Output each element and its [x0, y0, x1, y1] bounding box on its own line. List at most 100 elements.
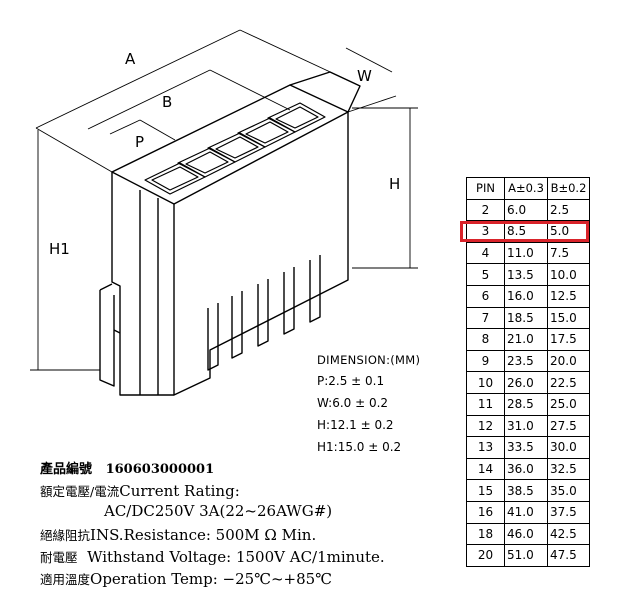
cell-pin: 7: [466, 306, 505, 330]
current-en: Current Rating:: [119, 482, 240, 500]
table-header-row: PIN A±0.3 B±0.2: [466, 177, 590, 200]
current-cn: 額定電壓/電流: [40, 484, 120, 499]
label-w: W: [357, 67, 372, 85]
label-h1: H1: [49, 240, 70, 258]
connector-drawing: [30, 29, 418, 396]
cell-a: 46.0: [504, 522, 548, 546]
cell-a: 6.0: [504, 198, 548, 222]
label-p: P: [135, 133, 145, 151]
cell-b: 12.5: [547, 284, 590, 308]
temp-line: 適用溫度Operation Temp: −25℃~+85℃: [40, 569, 332, 588]
cell-b: 20.0: [547, 349, 590, 373]
cell-a: 16.0: [504, 284, 548, 308]
cell-a: 41.0: [504, 500, 548, 524]
cell-b: 42.5: [547, 522, 590, 546]
cell-b: 22.5: [547, 371, 590, 394]
cell-pin: 8: [466, 328, 505, 351]
dimension-p: P:2.5 ± 0.1: [317, 374, 385, 388]
cell-pin: 13: [466, 436, 505, 459]
temp-en: Operation Temp: −25℃~+85℃: [90, 570, 332, 588]
cell-pin: 14: [466, 457, 505, 481]
part-label: 產品編號: [40, 462, 93, 477]
cell-a: 18.5: [504, 306, 548, 330]
cell-pin: 15: [466, 479, 505, 502]
cell-b: 2.5: [547, 198, 590, 222]
cell-pin: 10: [466, 371, 505, 394]
cell-a: 51.0: [504, 544, 548, 567]
part-number: 160603000001: [105, 462, 215, 477]
withstand-line: 耐電壓 Withstand Voltage: 1500V AC/1minute.: [40, 547, 385, 566]
cell-pin: 12: [466, 414, 505, 438]
cell-b: 27.5: [547, 414, 590, 438]
cell-pin: 20: [466, 544, 505, 567]
ins-en: INS.Resistance: 500M Ω Min.: [90, 526, 317, 544]
cell-pin: 6: [466, 284, 505, 308]
header-b: B±0.2: [547, 177, 590, 200]
temp-cn: 適用溫度: [40, 572, 91, 587]
withstand-cn: 耐電壓: [40, 550, 78, 565]
label-b: B: [162, 93, 173, 111]
cell-b: 30.0: [547, 436, 590, 459]
cell-pin: 18: [466, 522, 505, 546]
part-number-line: 產品編號 160603000001: [40, 458, 214, 477]
cell-a: 23.5: [504, 349, 548, 373]
cell-a: 38.5: [504, 479, 548, 502]
cell-a: 11.0: [504, 241, 548, 265]
cell-a: 28.5: [504, 392, 548, 416]
cell-b: 47.5: [547, 544, 590, 567]
ins-resistance-line: 絕緣阻抗INS.Resistance: 500M Ω Min.: [40, 525, 316, 544]
cell-pin: 4: [466, 241, 505, 265]
cell-b: 25.0: [547, 392, 590, 416]
cell-a: 13.5: [504, 263, 548, 286]
cell-pin: 5: [466, 263, 505, 286]
cell-b: 10.0: [547, 263, 590, 286]
dimension-h: H:12.1 ± 0.2: [317, 418, 394, 432]
cell-b: 35.0: [547, 479, 590, 502]
header-pin: PIN: [466, 177, 505, 200]
cell-pin: 16: [466, 500, 505, 524]
dimension-title: DIMENSION:(MM): [317, 353, 421, 367]
cell-a: 33.5: [504, 436, 548, 459]
cell-b: 17.5: [547, 328, 590, 351]
highlight-box: [460, 221, 589, 242]
ins-cn: 絕緣阻抗: [40, 528, 91, 543]
cell-a: 36.0: [504, 457, 548, 481]
current-rating-line: 額定電壓/電流Current Rating:: [40, 481, 240, 500]
cell-b: 37.5: [547, 500, 590, 524]
header-a: A±0.3: [504, 177, 548, 200]
cell-pin: 11: [466, 392, 505, 416]
label-h: H: [389, 175, 401, 193]
label-a: A: [125, 50, 136, 68]
dimension-w: W:6.0 ± 0.2: [317, 396, 389, 410]
cell-pin: 9: [466, 349, 505, 373]
current-value-line: AC/DC250V 3A(22~26AWG#): [104, 502, 332, 520]
dimension-h1: H1:15.0 ± 0.2: [317, 440, 402, 454]
cell-a: 26.0: [504, 371, 548, 394]
cell-pin: 2: [466, 198, 505, 222]
withstand-en: Withstand Voltage: 1500V AC/1minute.: [87, 548, 385, 566]
cell-a: 21.0: [504, 328, 548, 351]
current-value: AC/DC250V 3A(22~26AWG#): [104, 502, 333, 520]
cell-b: 32.5: [547, 457, 590, 481]
cell-a: 31.0: [504, 414, 548, 438]
cell-b: 7.5: [547, 241, 590, 265]
cell-b: 15.0: [547, 306, 590, 330]
